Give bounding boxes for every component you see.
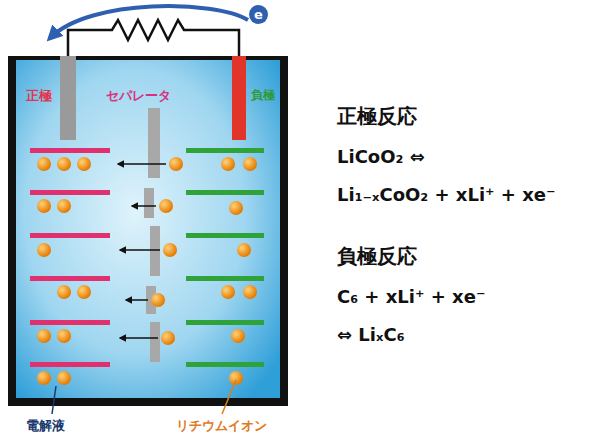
- resistor-circuit: [68, 20, 239, 58]
- electron-symbol: e: [249, 5, 268, 24]
- negative-terminal: [232, 56, 246, 140]
- leader-line: [52, 386, 56, 414]
- electron-letter: e: [254, 8, 263, 21]
- cell-case: [8, 56, 288, 406]
- reaction-heading: 負極反応: [337, 244, 417, 268]
- reaction-formula: LiCoO₂ ⇔: [337, 146, 425, 168]
- reaction-formula: ⇔ LiₓC₆: [337, 324, 405, 346]
- electrode-plates: [30, 148, 264, 367]
- ion-label: リチウムイオン: [176, 418, 267, 434]
- leader-line: [222, 380, 236, 414]
- reaction-formula: C₆ + xLi⁺ + xe⁻: [337, 286, 485, 308]
- reaction-heading: 正極反応: [337, 104, 417, 128]
- separator: [144, 108, 160, 362]
- lithium-ions: [37, 157, 257, 385]
- positive-terminal: [60, 56, 76, 140]
- separator-label: セパレータ: [106, 88, 171, 104]
- electrode-label: 負極: [251, 88, 275, 102]
- electron-flow-arrow: [50, 6, 248, 38]
- reaction-formula: Li₁₋ₓCoO₂ + xLi⁺ + xe⁻: [337, 184, 556, 206]
- electrode-label: 正極: [26, 88, 52, 104]
- electrolyte-label: 電解液: [26, 418, 65, 434]
